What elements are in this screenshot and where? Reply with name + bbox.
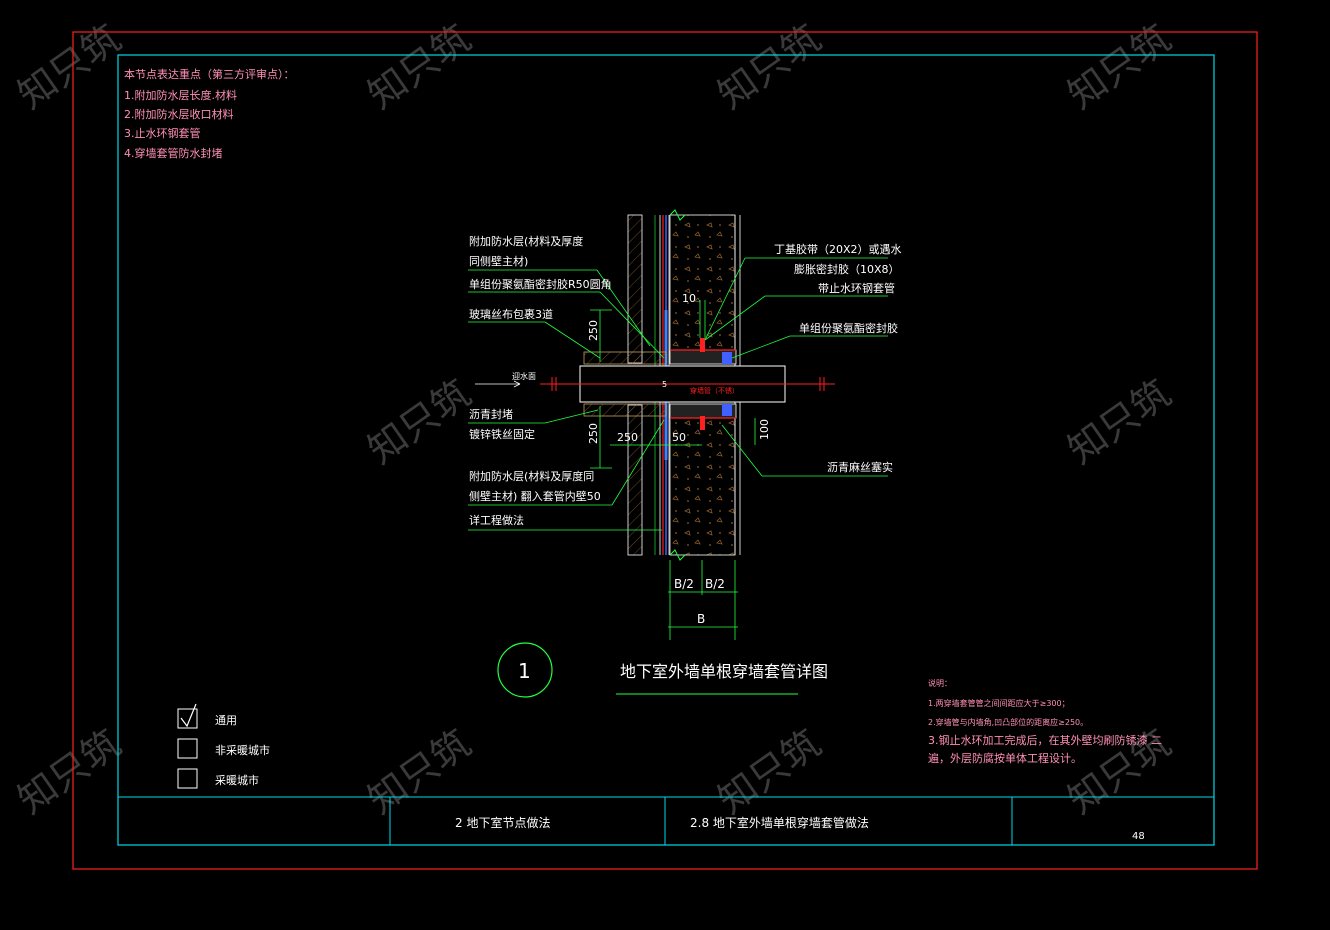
watermark: 知只筑 [360,371,479,472]
watermark: 知只筑 [1060,16,1179,117]
watermark: 知只筑 [10,721,129,822]
legend-label-heating: 采暖城市 [215,773,259,787]
check-icon [180,703,197,728]
note-3b: 遍，外层防腐按单体工程设计。 [928,751,1082,765]
legend-checkbox[interactable] [177,738,198,759]
outer-red-frame [72,31,1258,870]
review-note: 3.止水环钢套管 [124,126,201,140]
callout-asphalt-hemp: 沥青麻丝塞实 [827,460,893,474]
legend-label-general: 通用 [215,714,237,727]
dim-10: 10 [682,292,696,305]
callout-pu-sealant-r50: 单组份聚氨酯密封胶R50圆角 [469,277,612,291]
dim-250-upper: 250 [587,320,600,341]
watermark: 知只筑 [360,721,479,822]
right-leaders [668,257,888,640]
notes-title: 说明： [928,678,952,688]
callout-swell-sealant: 膨胀密封胶（10X8） [794,262,900,276]
watermark: 知只筑 [710,16,829,117]
review-note: 4.穿墙套管防水封堵 [124,146,223,160]
watermark: 知只筑 [1060,371,1179,472]
review-notes: 本节点表达重点（第三方评审点）： 1.附加防水层长度.材料 2.附加防水层收口材… [124,67,295,160]
dim-50: 50 [672,431,686,444]
callout-additional-waterproof-2: 同侧壁主材) [469,254,528,268]
callout-asphalt-seal: 沥青封堵 [469,407,513,421]
callout-steel-sleeve: 带止水环钢套管 [818,281,895,295]
dim-5: 5 [662,380,667,389]
note-2: 2.穿墙管与内墙角,凹凸部位的距离应≥250。 [928,717,1088,727]
callout-butyl-tape: 丁基胶带（20X2）或遇水 [774,242,902,256]
watermark: 知只筑 [710,721,829,822]
detail-number-circle [497,642,553,698]
note-1: 1.两穿墙套管管之间间距应大于≥300； [928,698,1070,708]
titleblock-page: 48 [1132,831,1145,842]
note-3a: 3.钢止水环加工完成后，在其外壁均刷防锈漆 二 [928,733,1162,747]
watermark: 知只筑 [360,16,479,117]
inner-cyan-frame [117,54,1215,846]
dim-100: 100 [758,419,771,440]
detail-number: 1 [518,659,531,683]
callout-galvanized-wire: 镀锌铁丝固定 [469,427,535,441]
callout-see-project: 详工程做法 [469,513,524,527]
callout-additional-waterproof: 附加防水层(材料及厚度 [469,234,583,248]
notes: 说明： 1.两穿墙套管管之间间距应大于≥300； 2.穿墙管与内墙角,凹凸部位的… [928,678,1162,765]
titleblock-subsection: 2.8 地下室外墙单根穿墙套管做法 [690,815,869,830]
water-side-label: 迎水面 [512,371,536,381]
callout-glass-cloth: 玻璃丝布包裹3道 [469,307,553,321]
dim-half-b-right: B/2 [705,577,725,591]
watermark: 知只筑 [10,16,129,117]
legend-checkbox[interactable] [177,768,198,789]
dim-half-b-left: B/2 [674,577,694,591]
dim-b: B [697,612,705,626]
review-note: 1.附加防水层长度.材料 [124,88,237,102]
pipe-label: 穿墙管（不锈） [690,386,739,395]
callout-pu-sealant: 单组份聚氨酯密封胶 [799,321,898,335]
detail-title: 地下室外墙单根穿墙套管详图 [620,662,828,681]
callout-additional-waterproof-b2: 侧壁主材) 翻入套管内壁50 [469,489,601,503]
review-note: 2.附加防水层收口材料 [124,107,234,121]
water-side-arrow [475,380,521,388]
applicability-legend: 通用 非采暖城市 采暖城市 [177,703,270,789]
left-leaders [468,269,756,531]
dim-250-lower: 250 [587,423,600,444]
callout-additional-waterproof-b: 附加防水层(材料及厚度同 [469,469,594,483]
sleeve-pipe [540,338,835,430]
titleblock-section: 2 地下室节点做法 [455,815,550,830]
legend-checkbox[interactable] [177,708,198,729]
title-block [118,796,1214,845]
dim-250-horizontal: 250 [617,431,638,444]
legend-label-non-heating: 非采暖城市 [215,743,270,757]
review-notes-title: 本节点表达重点（第三方评审点）： [124,67,295,81]
